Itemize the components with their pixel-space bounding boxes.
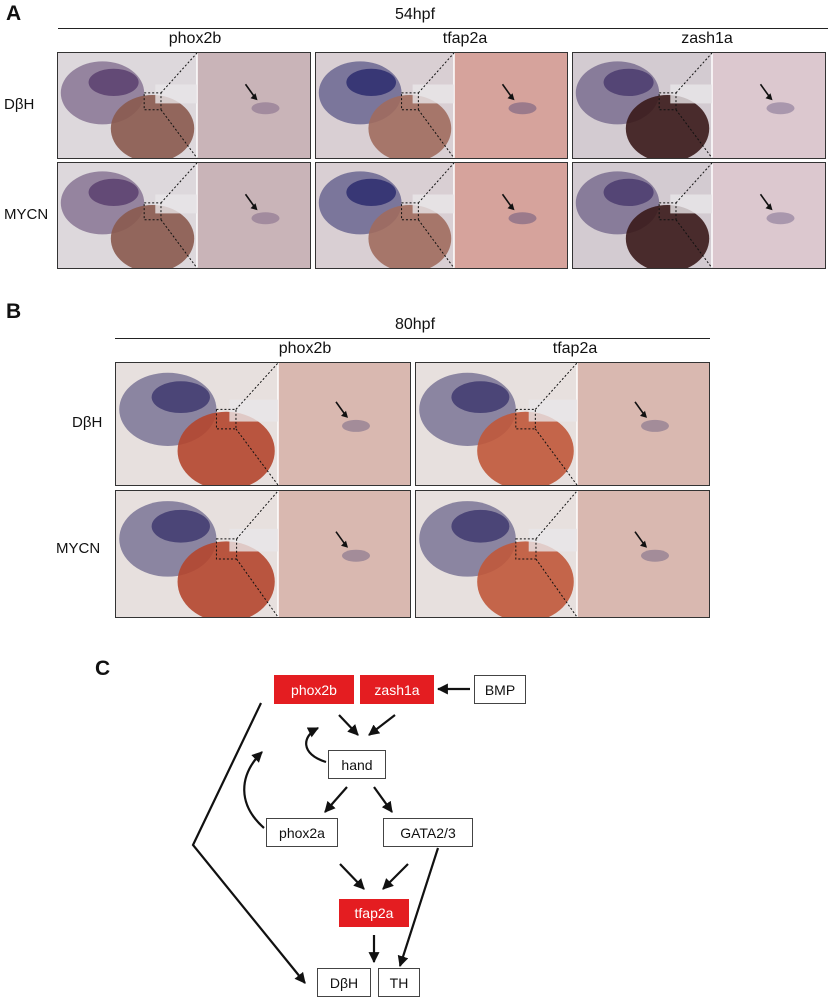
embryo-image — [57, 162, 311, 269]
panel-a-gene-label: phox2b — [168, 30, 222, 47]
arrow-phox2b-to-hand — [338, 714, 359, 736]
arrow-phox2a-to-hand — [243, 751, 265, 829]
arrow-hand-to-phox2a — [324, 786, 348, 813]
embryo-image — [57, 52, 311, 159]
arrow-zash1a-to-hand — [368, 714, 396, 736]
panel-b-gene-label: phox2b — [278, 340, 332, 357]
panel-b-gene-label: tfap2a — [552, 340, 598, 357]
embryo-image — [315, 162, 568, 269]
node-zash1a: zash1a — [360, 675, 434, 704]
embryo-image — [115, 490, 411, 618]
panel-a-timepoint: 54hpf — [394, 6, 436, 23]
panel-b-row-label: MYCN — [56, 540, 101, 557]
node-gata: GATA2/3 — [383, 818, 473, 847]
node-hand: hand — [328, 750, 386, 779]
node-tfap2a: tfap2a — [339, 899, 409, 927]
panel-a-row-label: MYCN — [4, 206, 49, 223]
node-th: TH — [378, 968, 420, 997]
panel-b-timepoint: 80hpf — [394, 316, 436, 333]
embryo-image — [415, 490, 710, 618]
panel-a-gene-label: tfap2a — [442, 30, 488, 47]
arrow-gata-to-tfap2a — [382, 863, 409, 890]
node-phox2a: phox2a — [266, 818, 338, 847]
node-bmp: BMP — [474, 675, 526, 704]
arrow-phox2b-to-dbh — [191, 702, 306, 984]
panel-b-header-line — [115, 338, 710, 339]
node-dbh: DβH — [317, 968, 371, 997]
panel-b-letter: B — [6, 300, 22, 323]
embryo-image — [572, 52, 826, 159]
arrow-hand-to-gata — [373, 786, 393, 813]
panel-c-letter: C — [95, 657, 111, 680]
panel-a-row-label: DβH — [4, 96, 35, 113]
arrow-gata-to-th — [397, 847, 440, 968]
embryo-image — [115, 362, 411, 486]
panel-a-letter: A — [6, 2, 22, 25]
panel-a-header-line — [58, 28, 828, 29]
arrow-phox2a-to-tfap2a — [339, 863, 365, 890]
node-phox2b: phox2b — [274, 675, 354, 704]
embryo-image — [315, 52, 568, 159]
arrow-hand-self-loop — [305, 727, 327, 764]
panel-a-gene-label: zash1a — [681, 30, 733, 47]
embryo-image — [572, 162, 826, 269]
embryo-image — [415, 362, 710, 486]
panel-b-row-label: DβH — [72, 414, 103, 431]
